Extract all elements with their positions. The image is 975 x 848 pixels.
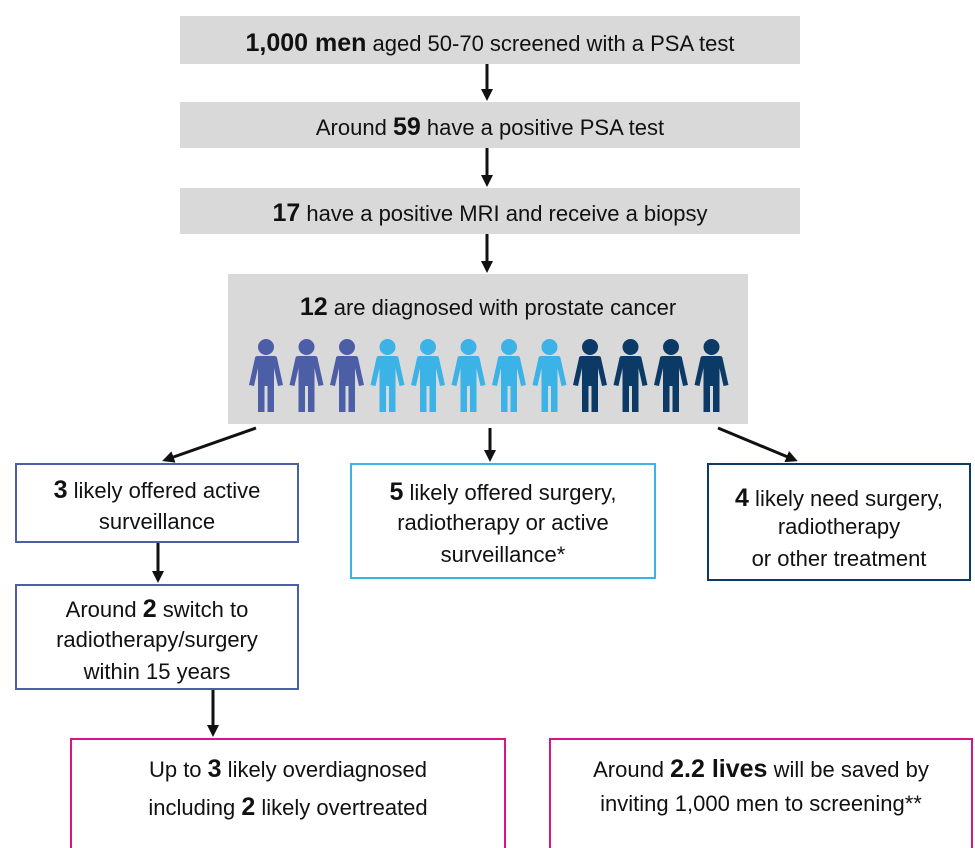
person-icon xyxy=(573,339,607,412)
lives-text-2: inviting 1,000 men to screening** xyxy=(600,791,922,816)
person-icon xyxy=(613,339,648,412)
active-surveillance-count: 3 xyxy=(53,476,68,504)
offered-surgery-text-1: likely offered surgery, xyxy=(403,480,617,505)
lives-prefix: Around xyxy=(593,757,671,782)
people-row xyxy=(249,339,729,412)
step-diagnosed: 12 are diagnosed with prostate cancer xyxy=(228,274,748,424)
branch-active-surveillance: 3 likely offered active surveillance xyxy=(15,463,299,543)
active-surveillance-text-2: surveillance xyxy=(98,509,216,534)
person-icon xyxy=(451,339,486,412)
person-icon xyxy=(654,339,688,412)
switch-text-3: within 15 years xyxy=(83,659,231,684)
positive-psa-count: 59 xyxy=(392,113,421,141)
need-surgery-text-3: or other treatment xyxy=(751,546,927,571)
branch-offered-surgery: 5 likely offered surgery, radiotherapy o… xyxy=(350,463,656,579)
arrow-right-branch xyxy=(717,426,798,463)
screened-text: aged 50-70 screened with a PSA test xyxy=(366,31,735,56)
need-surgery-text-2: radiotherapy xyxy=(777,514,901,539)
positive-mri-count: 17 xyxy=(272,199,301,227)
person-icon xyxy=(694,339,729,412)
person-icon xyxy=(289,339,324,412)
overtreated-text: likely overtreated xyxy=(255,795,428,820)
active-surveillance-text-1: likely offered active xyxy=(67,478,261,503)
step-positive-psa: Around 59 have a positive PSA test xyxy=(180,102,800,148)
overtreated-count: 2 xyxy=(241,793,256,821)
diagnosed-count: 12 xyxy=(299,293,328,321)
lives-text-1: will be saved by xyxy=(767,757,929,782)
diagnosed-text: are diagnosed with prostate cancer xyxy=(327,295,677,320)
person-icon xyxy=(532,339,567,412)
person-icon xyxy=(492,339,526,412)
step-positive-mri: 17 have a positive MRI and receive a bio… xyxy=(180,188,800,234)
switch-text-1: switch to xyxy=(156,597,249,622)
need-surgery-count: 4 xyxy=(735,484,749,512)
screened-count: 1,000 men xyxy=(245,29,367,57)
branch-need-surgery: 4 likely need surgery, radiotherapy or o… xyxy=(707,463,971,581)
offered-surgery-count: 5 xyxy=(389,478,404,506)
arrow-left-branch xyxy=(162,426,257,463)
switch-text-2: radiotherapy/surgery xyxy=(56,627,258,652)
offered-surgery-text-2: radiotherapy or active xyxy=(397,510,609,535)
overdiagnosed-count: 3 xyxy=(207,755,222,783)
person-icon xyxy=(411,339,445,412)
need-surgery-text-1: likely need surgery, xyxy=(748,486,943,511)
lives-count: 2.2 lives xyxy=(670,755,768,783)
person-icon xyxy=(370,339,405,412)
switch-prefix: Around xyxy=(65,597,143,622)
overdiagnosed-text: likely overdiagnosed xyxy=(221,757,428,782)
overdiagnosed-prefix: Up to xyxy=(148,757,208,782)
overtreated-prefix: including xyxy=(148,795,242,820)
person-icon xyxy=(249,339,283,412)
lives-saved-box: Around 2.2 lives will be saved by inviti… xyxy=(549,738,973,848)
overdiagnosed-box: Up to 3 likely overdiagnosed including 2… xyxy=(70,738,506,848)
person-icon xyxy=(330,339,364,412)
offered-surgery-text-3: surveillance* xyxy=(440,542,566,567)
switch-treatment-box: Around 2 switch to radiotherapy/surgery … xyxy=(15,584,299,690)
positive-psa-text: have a positive PSA test xyxy=(420,115,665,140)
switch-count: 2 xyxy=(142,595,157,623)
positive-mri-text: have a positive MRI and receive a biopsy xyxy=(300,201,708,226)
positive-psa-prefix: Around xyxy=(315,115,393,140)
step-screened: 1,000 men aged 50-70 screened with a PSA… xyxy=(180,16,800,64)
